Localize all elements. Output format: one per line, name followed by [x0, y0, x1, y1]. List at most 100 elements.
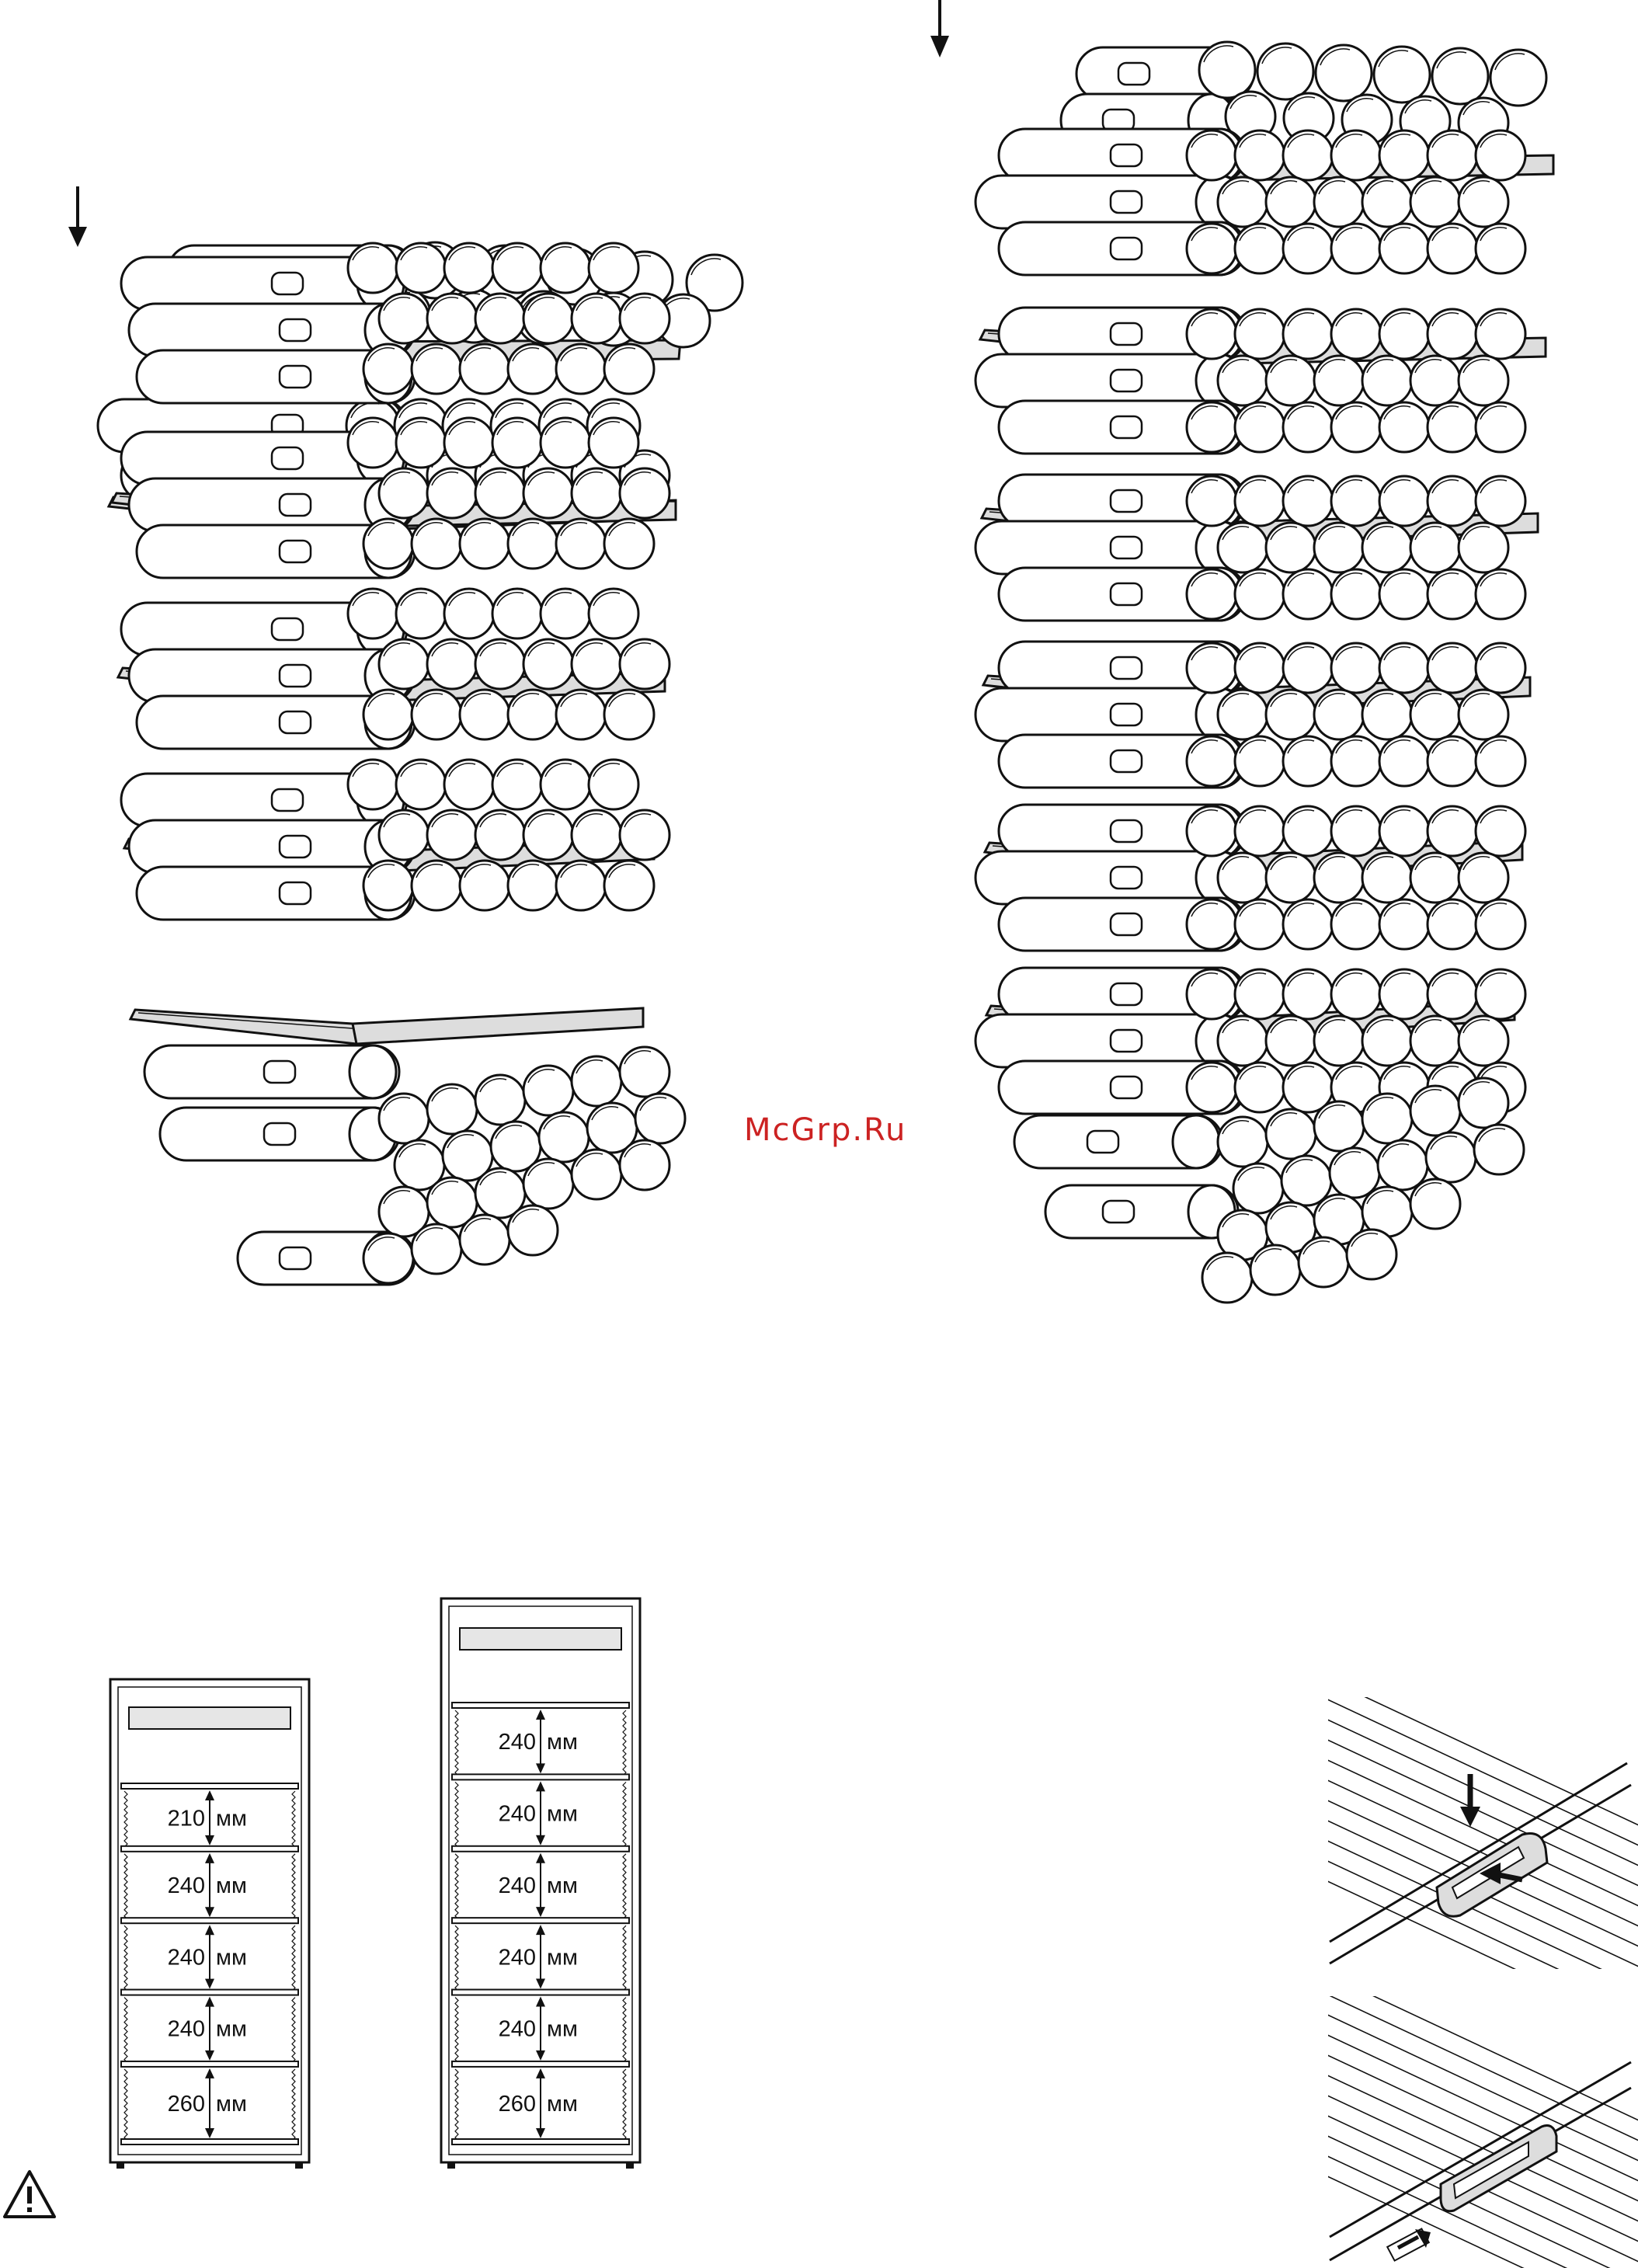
dimension-value: 210 — [168, 1806, 205, 1831]
bottle-end — [412, 1224, 461, 1274]
bottle-end — [427, 294, 477, 343]
fridge-shelf — [452, 1990, 629, 1995]
dimension-value: 260 — [499, 2092, 536, 2117]
dimension-value: 260 — [168, 2092, 205, 2117]
bottle-end — [1459, 356, 1508, 405]
bottle-end — [1410, 853, 1460, 903]
bottle-end — [1187, 643, 1236, 693]
bottle-end — [1235, 402, 1285, 452]
dimension-value: 240 — [499, 1730, 536, 1755]
bottle-end — [1374, 47, 1430, 103]
bottle-end — [1283, 130, 1333, 180]
bottle-end — [363, 344, 413, 394]
dimension-unit: мм — [216, 1945, 247, 1970]
bottle-end — [589, 418, 638, 468]
bottle-end — [620, 468, 669, 518]
bottle-end — [492, 243, 542, 293]
bottle-end — [1428, 476, 1477, 526]
bottle-end — [1314, 356, 1364, 405]
bottle-end — [1330, 1148, 1379, 1198]
fridge-shelf — [452, 1918, 629, 1923]
bottle-end — [1266, 356, 1316, 405]
bottle-end — [508, 690, 558, 739]
bottle-end — [427, 1084, 477, 1134]
dimension-unit: мм — [547, 1873, 578, 1898]
bottle-end — [1235, 736, 1285, 786]
bottle-end — [523, 294, 573, 343]
bottle-end — [1282, 1156, 1331, 1205]
bottle-end — [604, 344, 654, 394]
bottle-end — [1314, 1016, 1364, 1066]
bottle-end — [363, 861, 413, 910]
bottle-end — [1218, 177, 1268, 227]
bottle-end — [1428, 806, 1477, 856]
bottle — [975, 851, 1246, 904]
bottle-end — [1266, 1016, 1316, 1066]
bottle-end — [460, 1215, 509, 1264]
wine-rack-right — [930, 0, 1553, 1303]
bottle-end — [1233, 1164, 1283, 1213]
bottle-end — [1459, 853, 1508, 903]
bottle-end — [1428, 899, 1477, 949]
bottle-end — [1187, 476, 1236, 526]
bottle-end — [1283, 309, 1333, 359]
bottle-end — [1235, 569, 1285, 619]
bottle-end — [427, 468, 477, 518]
bottle-end — [1362, 690, 1412, 739]
bottle-end — [1476, 736, 1525, 786]
bottle-end — [1362, 1094, 1412, 1143]
bottle-end — [1379, 736, 1429, 786]
shelf-clip-detail-top — [1324, 1678, 1638, 2027]
dimension-unit: мм — [547, 1802, 578, 1827]
dimension-value: 240 — [499, 1945, 536, 1970]
bottle-end — [412, 344, 461, 394]
bottle-end — [1476, 969, 1525, 1019]
bottle-end — [1379, 476, 1429, 526]
fridge-shelf — [121, 1846, 298, 1852]
bottle-end — [1410, 1016, 1460, 1066]
fridge-shelf — [121, 1783, 298, 1789]
fridge-shelf — [121, 2061, 298, 2067]
bottle-end — [1428, 130, 1477, 180]
dimension-unit: мм — [547, 2017, 578, 2042]
bottle-end — [1187, 1063, 1236, 1112]
bottle-end — [1410, 690, 1460, 739]
dimension-value: 240 — [168, 1873, 205, 1898]
bottle-end — [492, 418, 542, 468]
bottle — [975, 688, 1246, 741]
bottle-end — [1410, 1086, 1460, 1136]
bottle-end — [1266, 690, 1316, 739]
fridge-diagram-right: 240мм240мм240мм240мм240мм260мм — [441, 1598, 640, 2169]
bottle-end — [379, 639, 429, 689]
bottle-end — [475, 639, 525, 689]
bottle-end — [363, 1233, 413, 1283]
bottle-end — [556, 690, 606, 739]
bottle-end — [348, 589, 398, 638]
bottle-end — [396, 243, 446, 293]
bottle-end — [1218, 1117, 1268, 1167]
bottle-end — [1314, 523, 1364, 572]
bottle-end — [1283, 899, 1333, 949]
bottle-end — [1428, 569, 1477, 619]
bottle-end — [556, 861, 606, 910]
bottle-end — [475, 810, 525, 860]
bottle-end — [396, 589, 446, 638]
bottle-end — [589, 589, 638, 638]
bottle-end — [635, 1094, 685, 1143]
bottle-end — [475, 294, 525, 343]
bottle — [975, 354, 1246, 407]
bottle-end — [412, 861, 461, 910]
bottle-end — [1235, 224, 1285, 273]
bottle-end — [541, 243, 590, 293]
bottle-end — [1314, 1101, 1364, 1151]
bottle-end — [1362, 356, 1412, 405]
bottle-end — [348, 243, 398, 293]
bottle-end — [1314, 177, 1364, 227]
bottle-end — [620, 1047, 669, 1097]
bottle-end — [1476, 402, 1525, 452]
watermark: McGrp.Ru — [744, 1112, 906, 1148]
bottle-end — [1283, 736, 1333, 786]
bottle-end — [1362, 1016, 1412, 1066]
bottle-end — [1187, 224, 1236, 273]
bottle-end — [1218, 1016, 1268, 1066]
